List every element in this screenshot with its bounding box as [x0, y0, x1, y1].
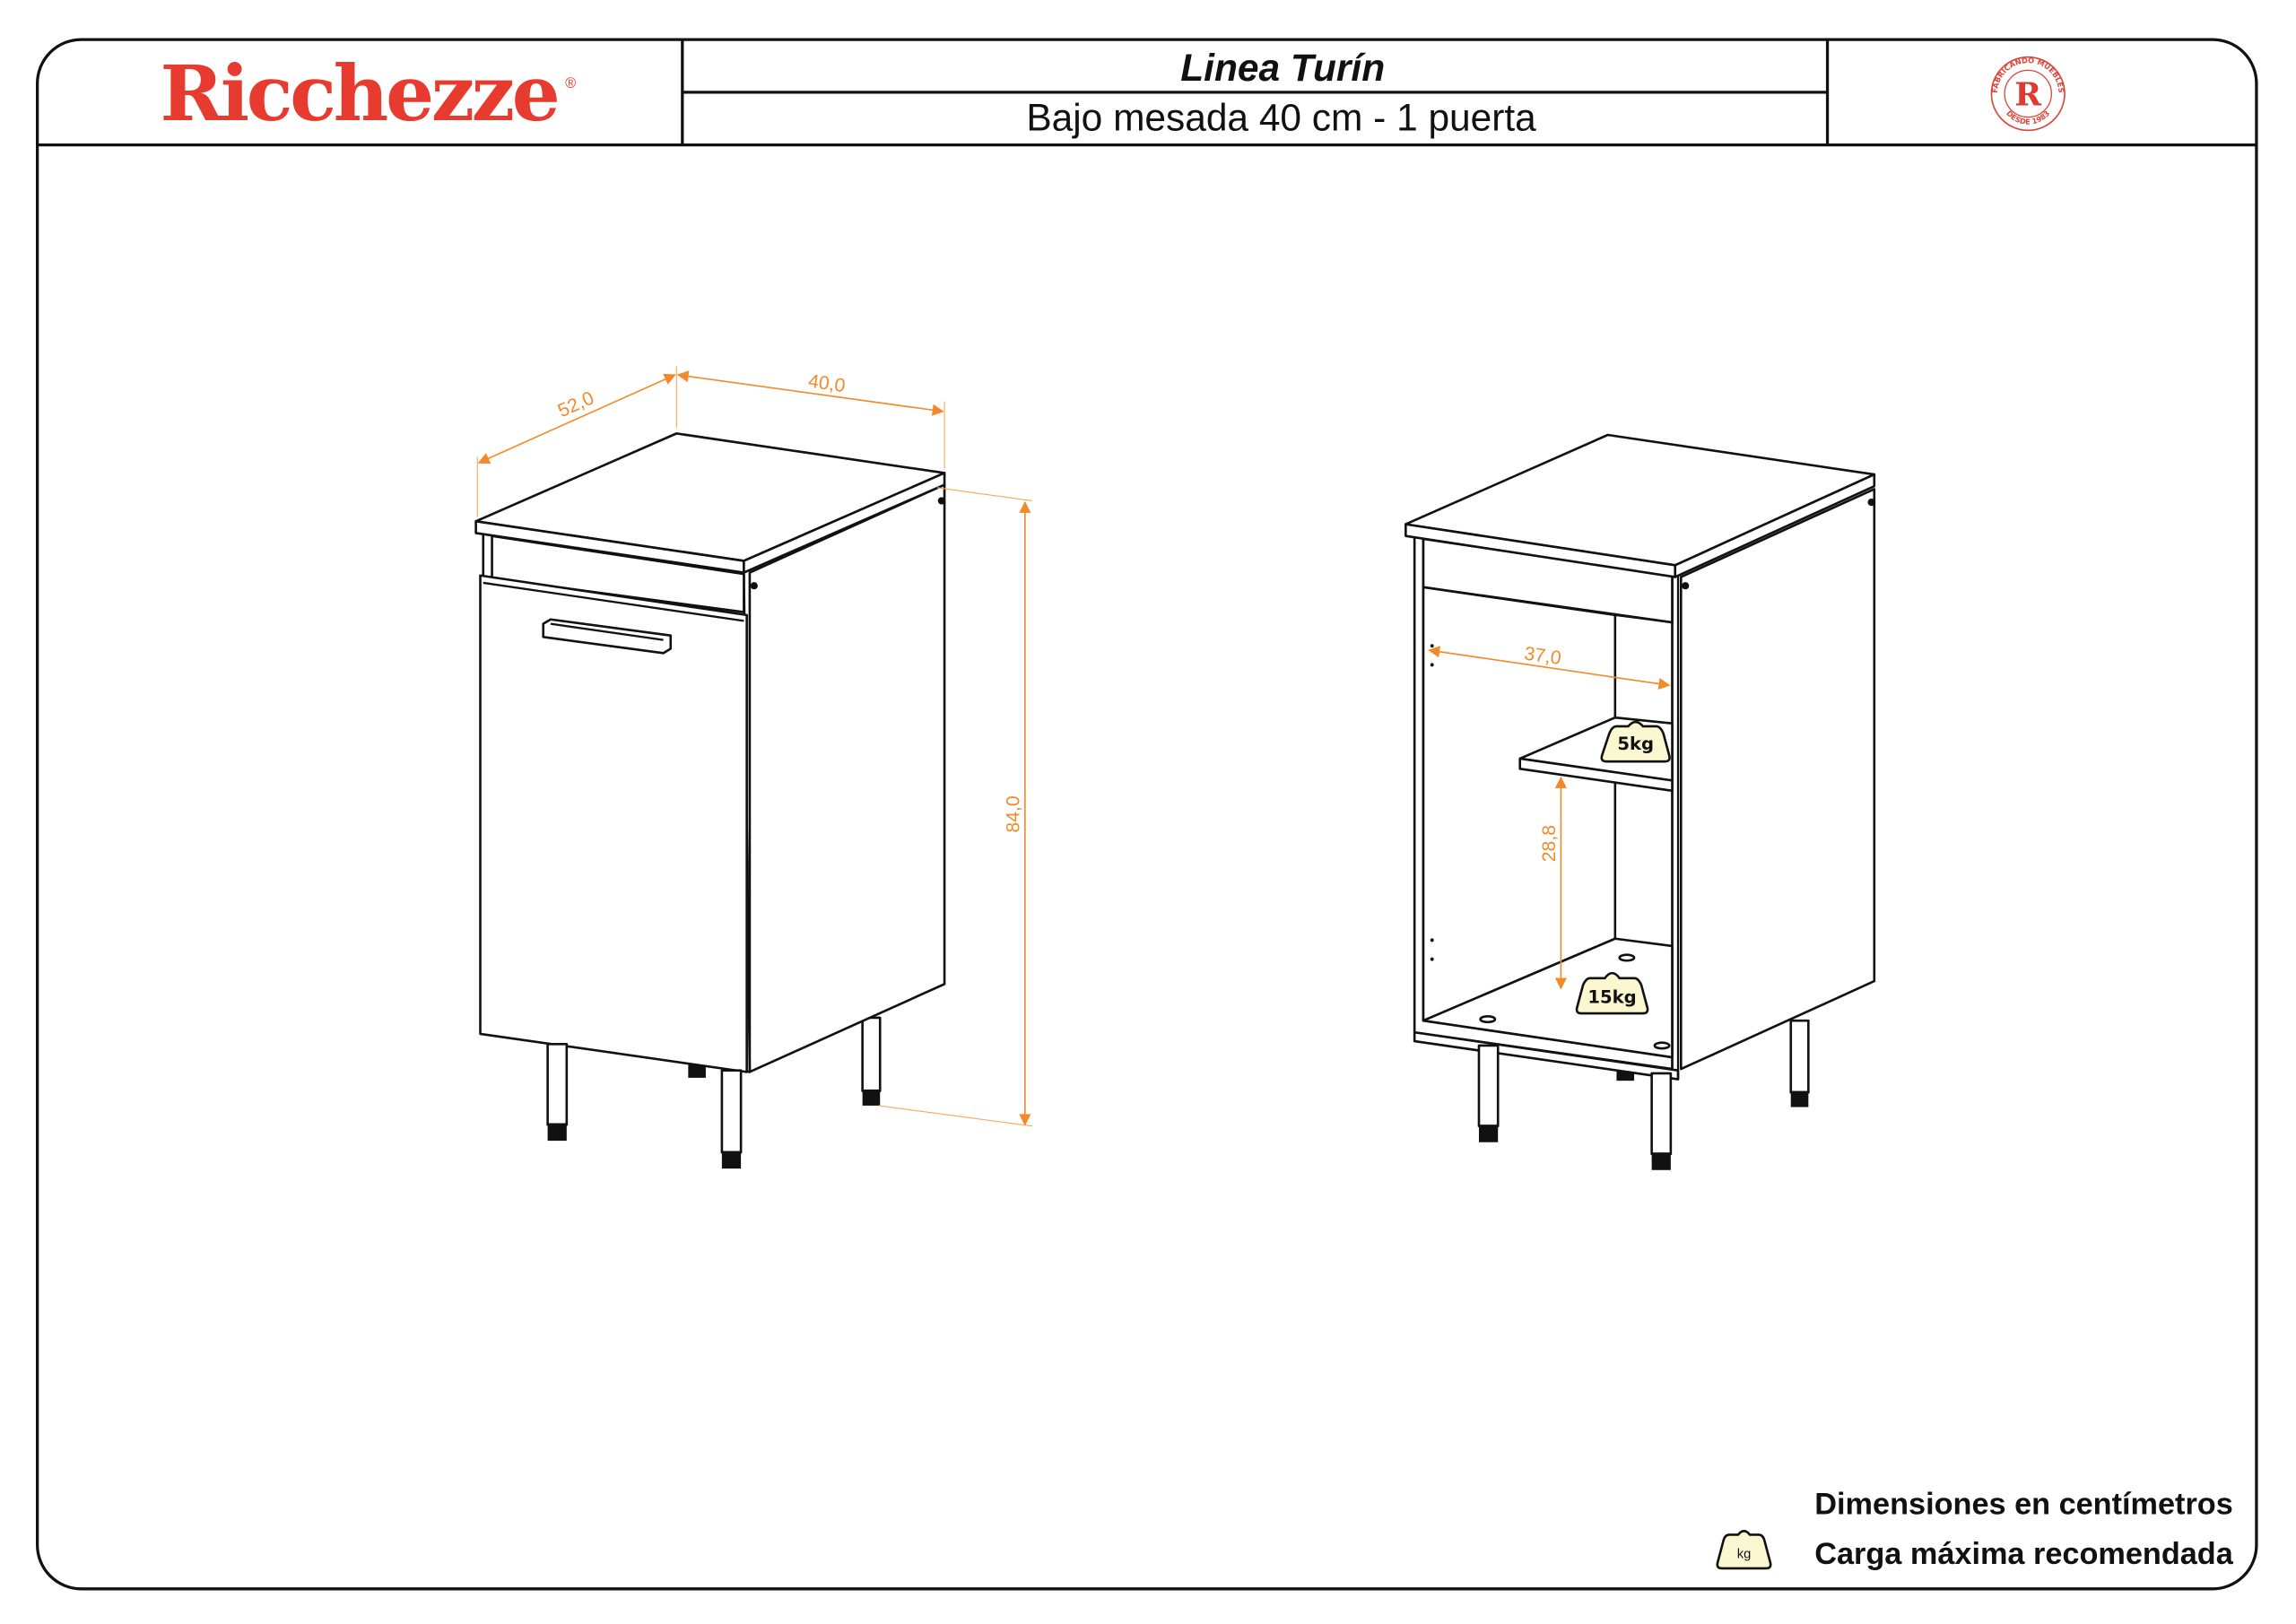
brand-seal: FABRICANDO MUEBLES DESDE 1983 R [1990, 56, 2066, 132]
line-title: Linea Turín [1180, 47, 1385, 89]
depth-dimension-label: 52,0 [555, 387, 597, 421]
brand-logo: Ricchezze [161, 49, 558, 139]
width-dimension-label: 40,0 [807, 371, 847, 397]
svg-text:15kg: 15kg [1587, 987, 1636, 1008]
weight-icon-shelf-load: 5kg [1600, 720, 1671, 763]
leg-back-center [688, 1064, 706, 1078]
shelf-height-dimension-label: 28,8 [1539, 825, 1560, 862]
leg-front-right [1650, 1072, 1673, 1170]
inner-width-dimension-line [1428, 646, 1671, 690]
leg-back-right [861, 1016, 882, 1106]
closed-cabinet-drawing: 52,0 40,0 84,0 [474, 366, 1033, 1169]
side-panel [748, 483, 946, 1073]
height-dimension-label: 84,0 [1003, 795, 1023, 832]
side-panel [1679, 488, 1876, 1071]
units-note: Dimensiones en centímetros [1814, 1488, 2232, 1522]
product-title: Bajo mesada 40 cm - 1 puerta [1026, 96, 1536, 138]
door [479, 574, 748, 1073]
kg-weight-icon: kg [1716, 1530, 1772, 1570]
brand-registered-mark: ® [565, 75, 576, 91]
leg-back-right [1789, 1019, 1810, 1107]
svg-text:kg: kg [1737, 1548, 1752, 1562]
leg-front-left [1477, 1044, 1500, 1142]
load-note: Carga máxima recomendada [1814, 1537, 2233, 1571]
svg-text:R: R [2014, 76, 2042, 114]
width-dimension-line [676, 370, 944, 416]
weight-icon-floor-load: 15kg [1575, 971, 1649, 1015]
inner-width-dimension-label: 37,0 [1523, 643, 1562, 669]
svg-text:5kg: 5kg [1617, 734, 1654, 754]
leg-front-right [720, 1069, 743, 1169]
sheet-frame [36, 38, 2258, 1591]
open-cabinet-drawing: 37,0 28,8 5kg 15kg [1405, 433, 1876, 1170]
depth-dimension-line [477, 373, 676, 465]
leg-front-left [546, 1043, 569, 1142]
